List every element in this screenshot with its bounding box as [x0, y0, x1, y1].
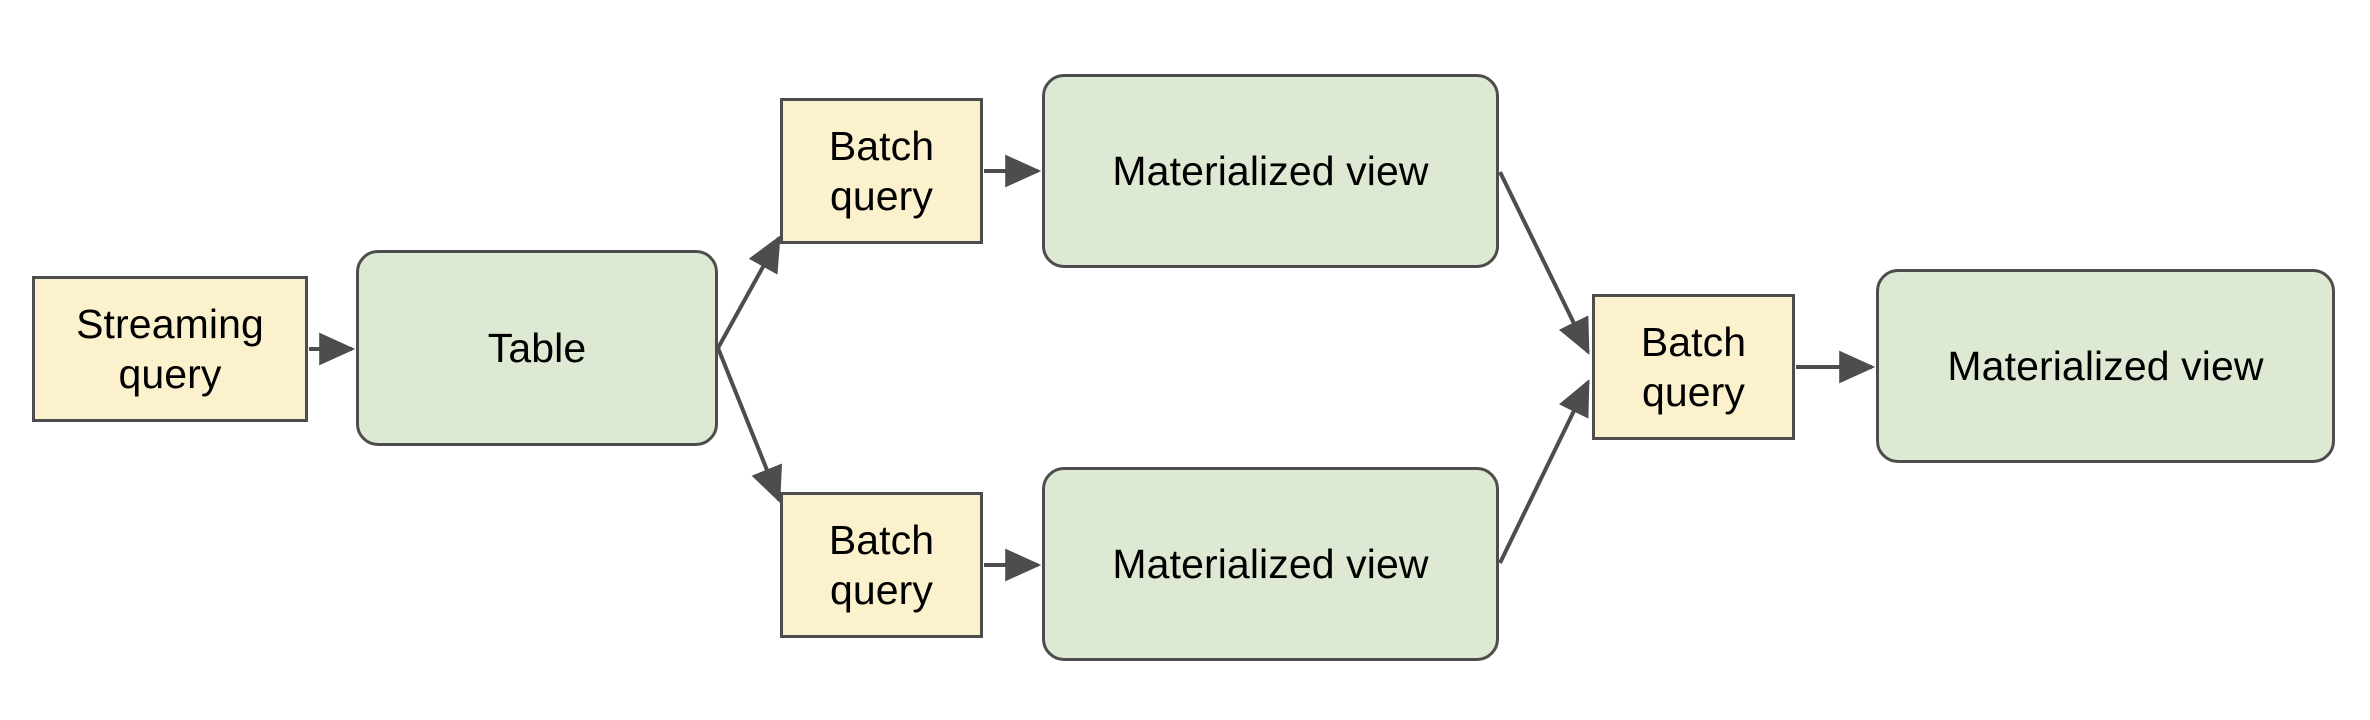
node-materialized-view-top[interactable]: Materialized view — [1042, 74, 1499, 268]
node-label-materialized-view-bottom: Materialized view — [1112, 540, 1429, 587]
node-batch-query-top[interactable]: Batch query — [780, 98, 983, 244]
node-label-materialized-view-top: Materialized view — [1112, 147, 1429, 194]
edge-table-to-batch-bottom — [716, 347, 783, 503]
node-label-streaming-query: Streaming query — [76, 300, 264, 397]
node-label-materialized-view-final: Materialized view — [1947, 342, 2264, 389]
edge-table-to-batch-top — [716, 235, 781, 349]
node-streaming-query[interactable]: Streaming query — [32, 276, 308, 422]
node-label-batch-query-bottom: Batch query — [828, 516, 935, 613]
node-batch-query-bottom[interactable]: Batch query — [780, 492, 983, 638]
node-label-table: Table — [487, 324, 587, 371]
node-materialized-view-final[interactable]: Materialized view — [1876, 269, 2335, 463]
node-label-batch-query-join: Batch query — [1640, 318, 1747, 415]
node-batch-query-join[interactable]: Batch query — [1592, 294, 1795, 440]
edge-mv-bottom-to-join — [1498, 379, 1590, 564]
edge-mv-top-to-join — [1498, 171, 1590, 355]
node-materialized-view-bottom[interactable]: Materialized view — [1042, 467, 1499, 661]
node-label-batch-query-top: Batch query — [828, 122, 935, 219]
node-table[interactable]: Table — [356, 250, 718, 446]
